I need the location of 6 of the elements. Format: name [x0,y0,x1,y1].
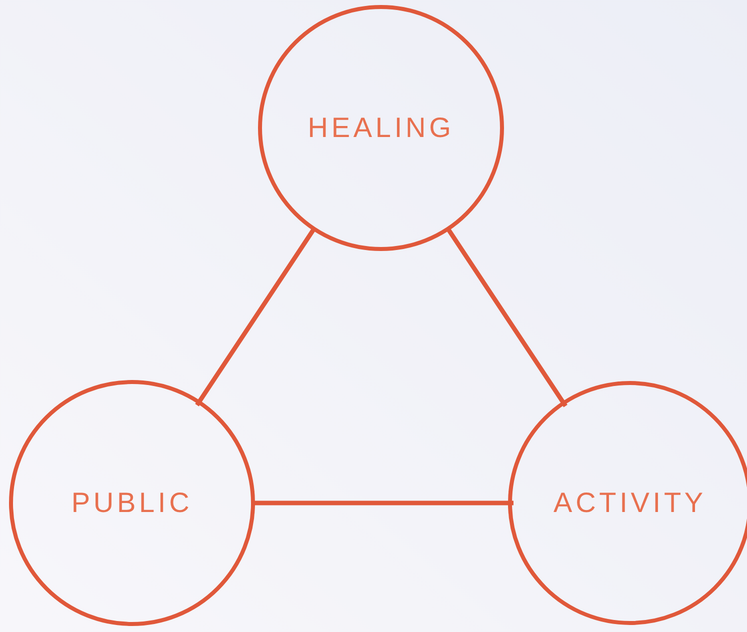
connector-line [253,500,514,506]
node-label: HEALING [308,111,454,145]
node-label: PUBLIC [71,486,193,520]
connector-line [446,228,568,408]
connector-line [195,228,316,406]
node-label: ACTIVITY [554,486,706,520]
